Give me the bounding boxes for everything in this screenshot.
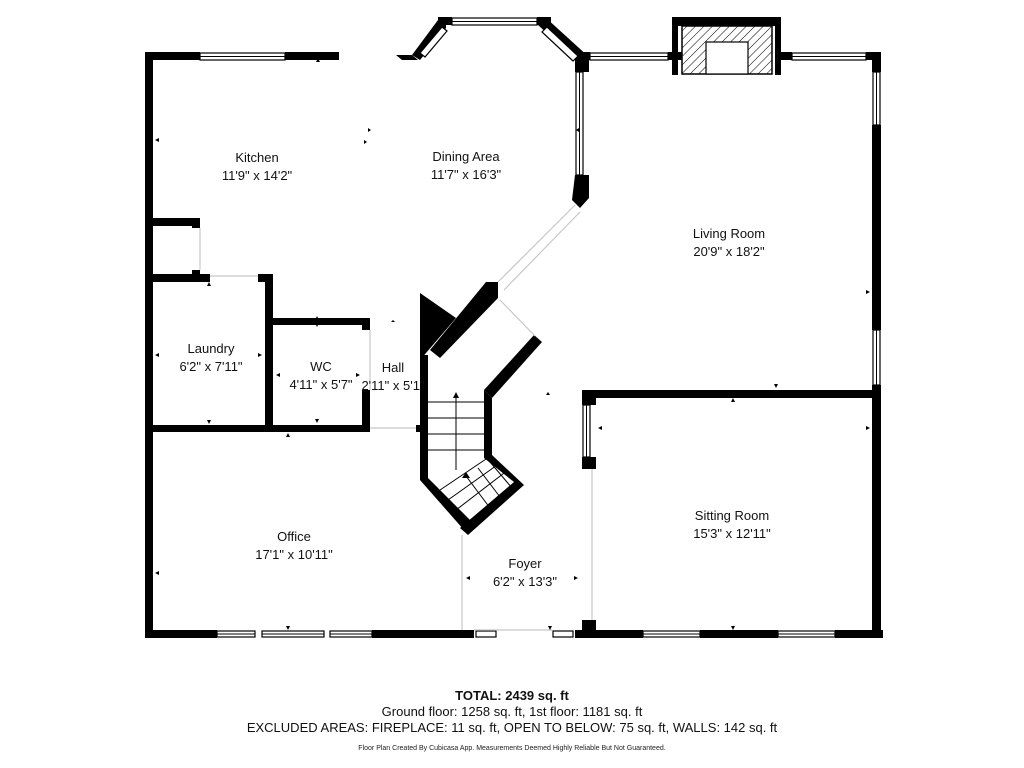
interior-walls — [145, 218, 880, 638]
disclaimer: Floor Plan Created By Cubicasa App. Meas… — [358, 745, 666, 752]
room-name: Office — [277, 529, 311, 544]
room-name: Sitting Room — [695, 508, 769, 523]
room-sitting: Sitting Room 15'3" x 12'11" — [693, 508, 771, 541]
room-dimensions: 6'2" x 13'3" — [493, 574, 557, 589]
room-dimensions: 6'2" x 7'11" — [179, 359, 242, 374]
openings — [199, 204, 593, 631]
fireplace — [672, 17, 781, 75]
room-hall: Hall 2'11" x 5'1" — [361, 360, 424, 393]
room-dining: Dining Area 11'7" x 16'3" — [431, 149, 502, 182]
floor-areas: Ground floor: 1258 sq. ft, 1st floor: 11… — [381, 704, 643, 719]
dimension-markers — [155, 58, 870, 630]
room-wc: WC 4'11" x 5'7" — [289, 359, 352, 392]
room-living: Living Room 20'9" x 18'2" — [693, 226, 765, 259]
room-dimensions: 11'7" x 16'3" — [431, 167, 502, 182]
excluded-areas: EXCLUDED AREAS: FIREPLACE: 11 sq. ft, OP… — [246, 720, 778, 735]
floor-plan: Kitchen 11'9" x 14'2" Dining Area 11'7" … — [145, 17, 883, 638]
total-area: TOTAL: 2439 sq. ft — [455, 688, 569, 703]
room-name: Kitchen — [235, 150, 278, 165]
area-summary: TOTAL: 2439 sq. ft Ground floor: 1258 sq… — [0, 688, 1024, 754]
room-dimensions: 2'11" x 5'1" — [361, 378, 424, 393]
room-dimensions: 11'9" x 14'2" — [222, 168, 293, 183]
room-dimensions: 17'1" x 10'11" — [255, 547, 333, 562]
staircase — [428, 392, 513, 511]
room-kitchen: Kitchen 11'9" x 14'2" — [222, 150, 293, 183]
room-office: Office 17'1" x 10'11" — [255, 529, 333, 562]
room-name: Foyer — [508, 556, 542, 571]
room-name: Hall — [382, 360, 405, 375]
room-name: Living Room — [693, 226, 765, 241]
room-dimensions: 15'3" x 12'11" — [693, 526, 771, 541]
room-name: Dining Area — [432, 149, 500, 164]
exterior-walls — [145, 17, 883, 638]
room-dimensions: 20'9" x 18'2" — [693, 244, 765, 259]
room-foyer: Foyer 6'2" x 13'3" — [493, 556, 557, 589]
room-laundry: Laundry 6'2" x 7'11" — [179, 341, 242, 374]
windows — [199, 17, 881, 638]
room-name: WC — [310, 359, 332, 374]
room-dimensions: 4'11" x 5'7" — [289, 377, 352, 392]
room-name: Laundry — [188, 341, 235, 356]
